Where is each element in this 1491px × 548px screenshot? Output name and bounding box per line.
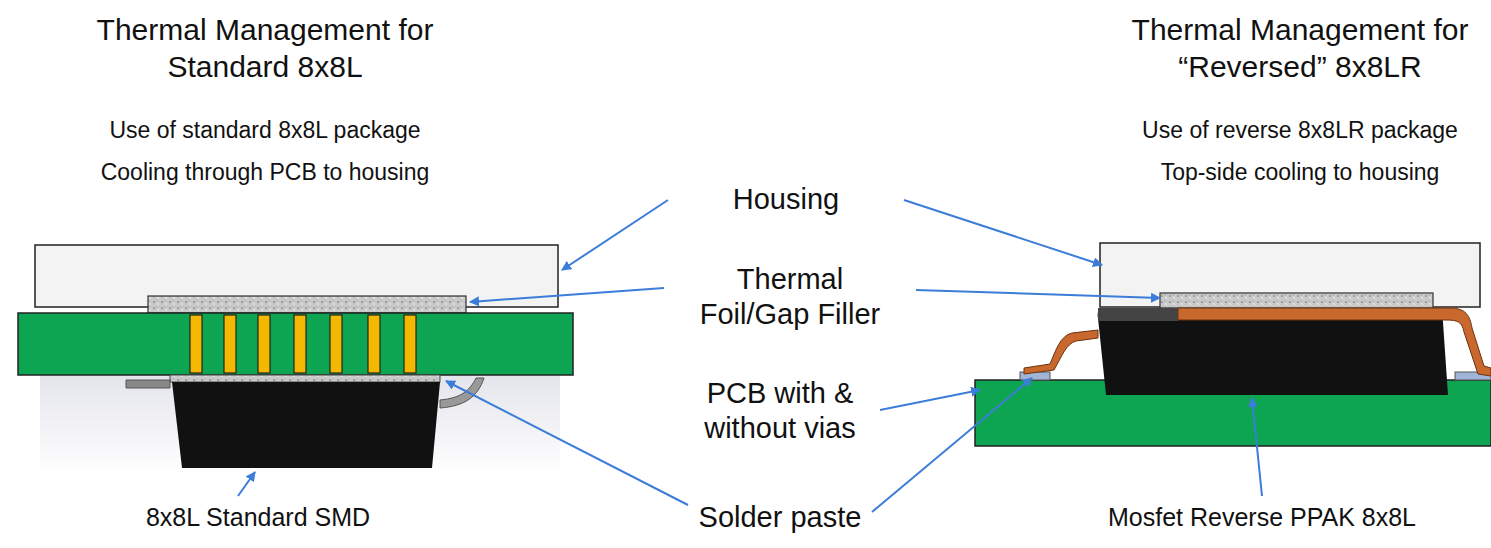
subtitle: Cooling through PCB to housing [35,158,495,186]
lead [126,380,170,388]
leader-arrows [238,200,1262,512]
subtitle: Use of standard 8x8L package [35,116,495,144]
package-top [1098,308,1178,321]
part-label: 8x8L Standard SMD [88,502,428,533]
smd-package [172,382,440,468]
part-label: Solder paste [670,500,890,535]
lead [440,378,484,408]
lead [1024,330,1098,374]
subtitle: Top-side cooling to housing [1070,158,1491,186]
copper-clip [1178,308,1491,376]
mosfet-package [1098,308,1448,395]
shadow [40,375,560,475]
panel-title: Thermal Management for Standard 8x8L [75,12,455,85]
panel-title: Thermal Management for “Reversed” 8x8LR [1110,12,1490,85]
part-label: Thermal Foil/Gap Filler [685,262,895,333]
thermal-foil [1160,293,1433,308]
thermal-foil [148,296,466,313]
part-label: Housing [676,182,896,217]
thermal-vias [190,315,416,373]
subtitle: Use of reverse 8x8LR package [1070,116,1491,144]
pcb [18,313,573,375]
solder-paste [170,375,440,382]
part-label: Mosfet Reverse PPAK 8x8L [1072,502,1452,533]
part-label: PCB with & without vias [678,376,883,447]
